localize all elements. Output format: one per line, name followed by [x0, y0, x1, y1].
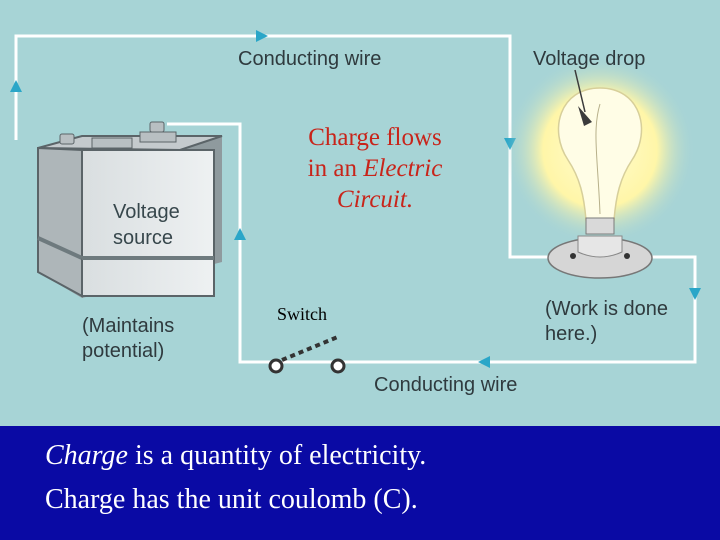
- arrow-center-up: [234, 228, 246, 240]
- top-wire-label: Conducting wire: [238, 48, 382, 70]
- arrow-top-right: [256, 30, 268, 42]
- switch-icon: [268, 334, 346, 374]
- title-line-2-prefix: in an: [307, 155, 357, 182]
- caption-charge-italic: Charge: [45, 440, 128, 471]
- circuit-diagram: Conducting wire Voltage drop Voltage sou…: [10, 30, 701, 396]
- maintains-potential-label: (Maintains potential): [82, 315, 175, 362]
- caption-line-2: Charge has the unit coulomb (C).: [45, 484, 418, 515]
- title-line-3-italic: Circuit.: [336, 186, 414, 213]
- caption-line-1: Charge is a quantity of electricity.: [45, 440, 426, 472]
- caption-line-1-rest: is a quantity of electricity.: [127, 440, 427, 471]
- diagram-title: Charge flows in an Electric Circuit.: [276, 122, 474, 215]
- voltage-source-label: Voltage source: [113, 201, 180, 249]
- circuit-drawing: [10, 30, 701, 374]
- title-line-2-italic: Electric: [363, 155, 443, 182]
- caption-band: [0, 426, 720, 540]
- switch-label: Switch: [277, 304, 328, 324]
- title-line-2: in an Electric: [276, 153, 474, 184]
- arrow-bottom-left: [478, 356, 490, 368]
- arrow-wire-down: [689, 288, 701, 300]
- title-line-3: Circuit.: [276, 184, 474, 215]
- bottom-wire-label: Conducting wire: [374, 374, 518, 396]
- work-done-label: (Work is done here.): [545, 298, 669, 345]
- arrow-left-up: [10, 80, 22, 92]
- voltage-drop-label: Voltage drop: [533, 48, 646, 70]
- title-line-1: Charge flows: [308, 124, 442, 151]
- light-bulb-icon: [505, 55, 695, 279]
- wire-right: [340, 255, 697, 364]
- wire-left-to-switch: [167, 122, 276, 364]
- battery-icon: [37, 121, 223, 298]
